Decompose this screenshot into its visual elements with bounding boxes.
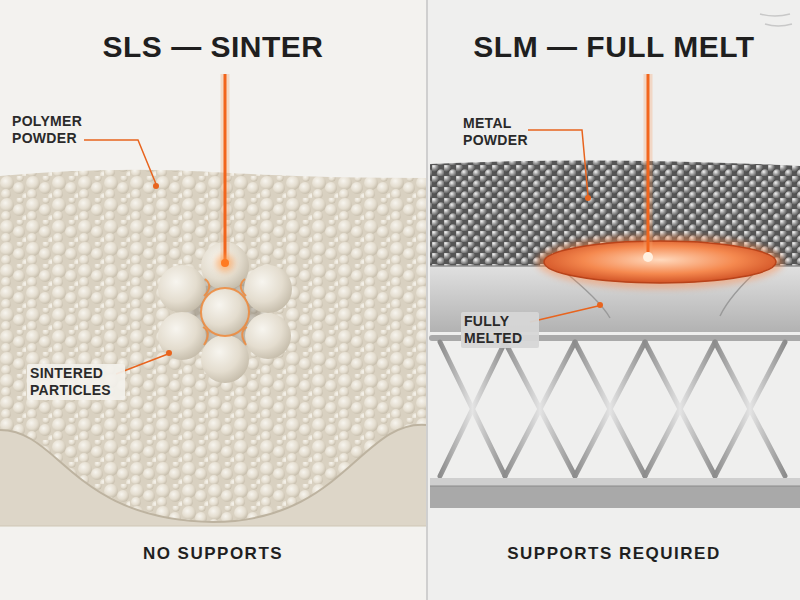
callout-label: METAL POWDER xyxy=(460,114,538,150)
right-panel-ground xyxy=(428,0,800,600)
lattice-supports xyxy=(432,338,800,478)
heat-lines xyxy=(760,14,792,26)
sintered-cluster xyxy=(158,242,292,383)
leader-lines xyxy=(84,130,598,374)
laser-beam xyxy=(216,74,234,272)
leader-dots xyxy=(153,183,603,356)
panel-caption: NO SUPPORTS xyxy=(0,544,426,564)
panel-heading: SLM — FULL MELT xyxy=(428,30,800,64)
process-panel: SLS — SINTER NO SUPPORTS xyxy=(0,0,426,600)
polymer-powder-bed xyxy=(0,170,426,526)
panel-divider xyxy=(426,0,428,600)
panel-caption: SUPPORTS REQUIRED xyxy=(428,544,800,564)
process-panel: SLM — FULL MELT SUPPORTS REQUIRED xyxy=(428,0,800,600)
build-plate xyxy=(430,478,800,508)
callout-label: SINTERED PARTICLES xyxy=(27,364,125,400)
callout-label: FULLY MELTED xyxy=(461,312,539,348)
panel-heading: SLS — SINTER xyxy=(0,30,426,64)
melt-pool xyxy=(536,235,784,289)
callout-label: POLYMER POWDER xyxy=(9,112,107,148)
laser-beam xyxy=(643,74,653,262)
left-panel-ground xyxy=(0,0,426,600)
